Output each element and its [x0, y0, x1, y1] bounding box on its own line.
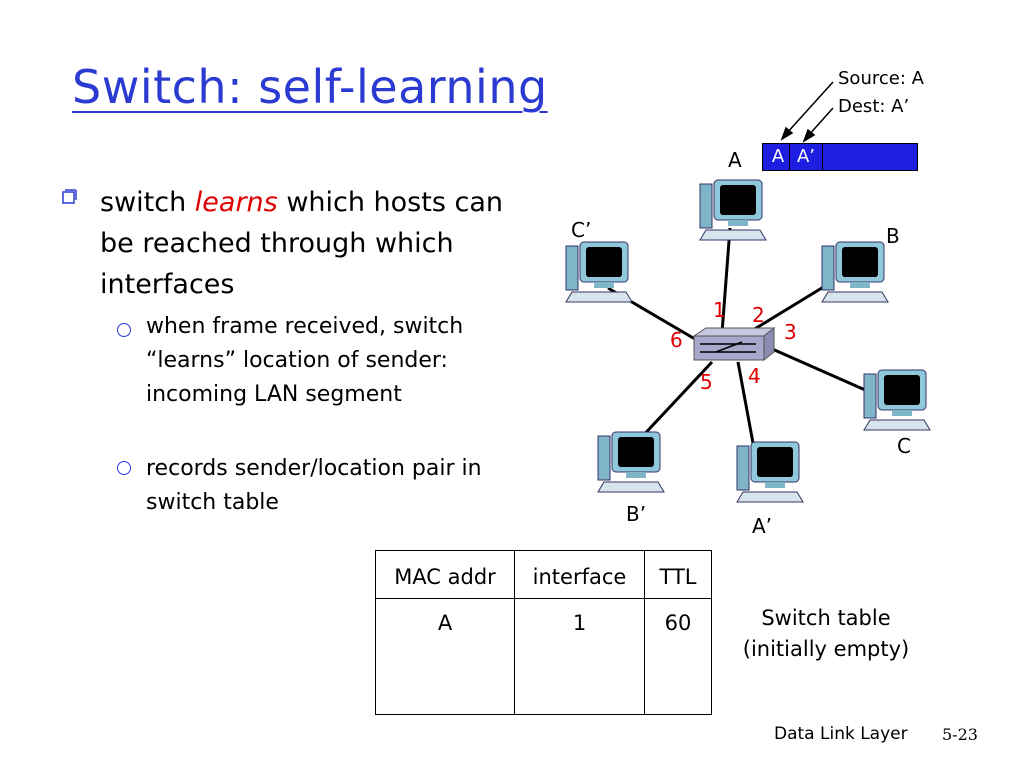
frame-header: A A’ [762, 143, 918, 171]
dest-label: Dest: A’ [838, 96, 910, 117]
slide-title: Switch: self-learning [72, 60, 548, 114]
host-label-a: A [728, 148, 742, 172]
table-header-ttl: TTL [659, 565, 697, 589]
table-cell-interface: 1 [572, 611, 587, 635]
link-port-2 [747, 281, 831, 335]
table-cell-ttl: 60 [664, 611, 692, 635]
circle-bullet-icon [117, 323, 131, 337]
table-caption-line1: Switch table [761, 606, 891, 630]
switch-icon [692, 326, 776, 362]
circle-bullet-icon [117, 461, 131, 475]
footer-chapter: Data Link Layer [774, 724, 908, 744]
frame-src-field: A [767, 144, 790, 170]
source-label: Source: A [838, 68, 924, 89]
link-port-3 [769, 346, 873, 395]
port-label-2: 2 [752, 303, 765, 327]
port-label-5: 5 [700, 370, 713, 394]
host-label-c-prime: C’ [571, 218, 592, 242]
sub-bullet-2: records sender/location pair in switch t… [146, 456, 482, 515]
frame-dst-field: A’ [790, 144, 823, 170]
port-label-6: 6 [670, 328, 683, 352]
host-label-b: B [886, 224, 900, 248]
main-bullet-emphasis: learns [194, 187, 278, 218]
port-label-4: 4 [748, 364, 761, 388]
host-b-computer-icon [821, 241, 889, 303]
host-c-prime-computer-icon [565, 241, 633, 303]
main-bullet-pre: switch [100, 187, 195, 218]
host-b-prime-computer-icon [597, 431, 665, 493]
host-label-b-prime: B’ [626, 502, 647, 526]
switch-table: MAC addr interface TTL A 1 60 [375, 550, 712, 715]
port-label-1: 1 [713, 298, 726, 322]
host-c-computer-icon [863, 369, 931, 431]
host-label-c: C [897, 434, 911, 458]
table-caption-line2: (initially empty) [742, 637, 910, 661]
table-header-interface: interface [532, 565, 627, 589]
source-arrow [785, 81, 834, 135]
table-cell-mac: A [437, 611, 453, 635]
sub-bullet-1: when frame received, switch “learns” loc… [146, 314, 464, 407]
square-bullet-icon [62, 189, 77, 204]
page-number: 5-23 [942, 725, 978, 744]
host-a-prime-computer-icon [736, 441, 804, 503]
link-port-1 [720, 227, 732, 334]
main-bullet-post: which hosts can be reached through which… [100, 187, 503, 300]
host-a-computer-icon [699, 179, 767, 241]
host-label-a-prime: A’ [752, 514, 773, 538]
dest-arrow [807, 107, 834, 137]
port-label-3: 3 [784, 320, 797, 344]
table-header-mac: MAC addr [394, 565, 496, 589]
main-bullet-text: switch learns which hosts can be reached… [100, 182, 540, 305]
table-caption: Switch table (initially empty) [726, 603, 926, 665]
